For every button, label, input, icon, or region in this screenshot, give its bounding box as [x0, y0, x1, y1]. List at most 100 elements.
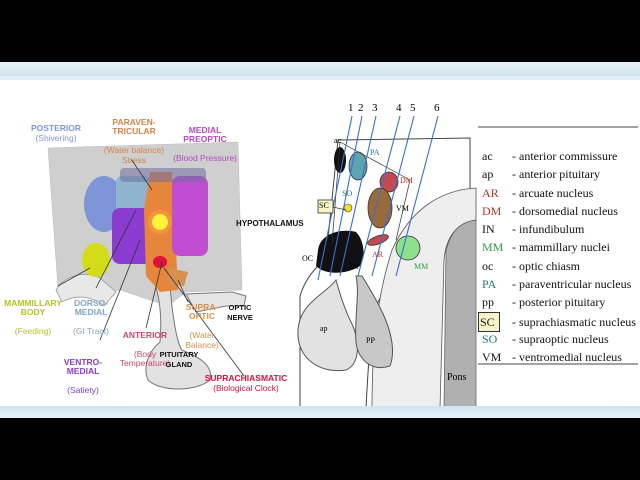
legend-desc: - dorsomedial nucleus — [512, 203, 618, 218]
label-oc: OC — [302, 254, 314, 263]
label-pons: Pons — [447, 372, 467, 383]
label-sc: SC — [319, 201, 329, 210]
sc-pointer — [332, 206, 347, 211]
legend-abbr: DM — [482, 203, 502, 218]
legend-row: pp - posterior pituitary — [478, 293, 640, 311]
label-so: SO — [342, 189, 353, 198]
legend-row: ap - anterior pituitary — [478, 165, 640, 183]
legend-abbr: ac — [482, 149, 493, 163]
slide-panel: POSTERIOR (Shivering) PARAVEN- TRICULAR … — [0, 80, 640, 408]
legend-abbr: SC — [478, 311, 500, 332]
section-line-4 — [357, 115, 401, 277]
legend-abbr: ap — [482, 167, 494, 182]
label-hypothalamus: HYPOTHALAMUS — [236, 219, 304, 228]
legend-abbr: MM — [482, 240, 504, 255]
section-line-2 — [329, 115, 363, 277]
sagittal-section-diagram — [297, 115, 477, 408]
legend-abbr: pp — [482, 295, 494, 310]
legend-abbr: AR — [482, 185, 499, 200]
legend-rules — [478, 126, 638, 365]
label-pituitary: PITUITARY GLAND — [159, 350, 199, 369]
label-ar: AR — [372, 250, 384, 259]
slide-bottom-stripe — [0, 406, 640, 418]
label-in: IN — [350, 262, 359, 271]
label-supraoptic: SUPRA- OPTIC (Water Balance) — [185, 301, 219, 350]
section-line-6 — [395, 115, 439, 277]
legend-desc: - paraventricular nucleus — [512, 277, 632, 292]
legend-desc: - anterior commissure — [512, 149, 618, 163]
legend-row: AR - arcuate nucleus — [478, 184, 640, 202]
label-pp: PP — [366, 336, 375, 345]
section-number-1: 1 — [348, 102, 354, 114]
mm-nucleus-shape — [395, 235, 421, 261]
legend-row: DM - dorsomedial nucleus — [478, 202, 640, 220]
legend-row: SO - supraoptic nucleus — [478, 330, 640, 348]
legend-abbr: SO — [482, 331, 498, 346]
legend-desc: - ventromedial nucleus — [512, 350, 622, 365]
section-number-5: 5 — [410, 102, 416, 114]
section-line-5 — [371, 115, 415, 277]
legend-desc: - optic chiasm — [512, 258, 580, 273]
optic-nerve-shape — [185, 291, 247, 313]
legend-desc: - infundibulum — [512, 222, 585, 237]
legend-row: IN - infundibulum — [478, 220, 640, 238]
legend-desc: - suprachiasmatic nucleus — [512, 314, 636, 329]
nucleus-medial-preoptic — [172, 176, 208, 256]
legend-desc: - posterior pituitary — [512, 295, 606, 310]
legend-abbr: PA — [482, 277, 497, 292]
section-number-2: 2 — [358, 102, 364, 114]
label-anterior: ANTERIOR (Body Temperature) — [119, 329, 171, 368]
legend-desc: - mammillary nuclei — [512, 240, 610, 255]
legend-abbr: IN — [482, 222, 495, 237]
nucleus-suprachiasmatic — [153, 256, 167, 268]
nucleus-supraoptic — [168, 268, 188, 286]
legend: ac - anterior commissure ap - anterior pitu… — [478, 147, 640, 367]
legend-desc: - anterior pituitary — [512, 167, 600, 182]
posterior-pituitary-shape — [355, 275, 393, 368]
slide-frame: POSTERIOR (Shivering) PARAVEN- TRICULAR … — [0, 62, 640, 418]
anterior-pituitary-shape — [297, 278, 358, 372]
label-dorsomedial: DORSO- MEDIAL (GI Tract) — [73, 297, 109, 336]
label-vm: VM — [396, 204, 409, 213]
anterior-commissure-shape — [334, 147, 346, 173]
label-ventromedial: VENTRO- MEDIAL (Satiety) — [63, 356, 103, 395]
sc-label-box — [317, 199, 334, 214]
optic-chiasm-shape — [316, 230, 364, 273]
label-suprachiasmatic: SUPRACHIASMATIC (Biological Clock) — [204, 373, 288, 393]
hypothalamus-diagram — [47, 141, 247, 390]
label-paraventricular: PARAVEN- TRICULAR (Water balance) Stress — [103, 116, 165, 165]
label-dm: DM — [400, 176, 413, 185]
brainstem-outline — [55, 274, 117, 307]
legend-abbr: VM — [482, 350, 502, 365]
vm-nucleus-shape — [367, 187, 393, 229]
label-optic-nerve: OPTIC NERVE — [227, 303, 253, 322]
slide-top-stripe — [0, 62, 640, 76]
nucleus-anterior — [152, 214, 168, 230]
section-number-4: 4 — [396, 102, 402, 114]
legend-row: PA - paraventricular nucleus — [478, 275, 640, 293]
legend-desc: - supraoptic nucleus — [512, 331, 609, 346]
section-number-3: 3 — [372, 102, 378, 114]
legend-row: oc- optic chiasm — [478, 257, 640, 275]
pituitary-gland-shape — [145, 285, 212, 390]
section-lines — [317, 115, 439, 281]
legend-desc: - arcuate nucleus — [512, 185, 594, 200]
nucleus-dorsal-band — [120, 168, 206, 182]
legend-row: ac - anterior commissure — [478, 147, 640, 165]
pointer-lines — [57, 158, 245, 377]
label-posterior: POSTERIOR (Shivering) — [30, 123, 82, 143]
label-mammillary: MAMMILLARY BODY (Feeding) — [4, 297, 62, 336]
section-line-1 — [317, 115, 353, 281]
label-ac: ac — [334, 136, 342, 145]
section-line-3 — [339, 115, 377, 277]
legend-row: SC - suprachiasmatic nucleus — [478, 311, 640, 332]
label-pa: PA — [370, 148, 380, 157]
ar-nucleus-shape — [367, 234, 389, 246]
section-number-6: 6 — [434, 102, 440, 114]
label-mm: MM — [414, 262, 429, 271]
label-medial-preoptic: MEDIAL PREOPTIC (Blood Pressure) — [173, 124, 237, 163]
so-nucleus-shape — [343, 203, 353, 213]
legend-row: MM - mammillary nuclei — [478, 238, 640, 256]
label-ap: ap — [320, 324, 328, 333]
legend-row: VM - ventromedial nucleus — [478, 348, 640, 366]
